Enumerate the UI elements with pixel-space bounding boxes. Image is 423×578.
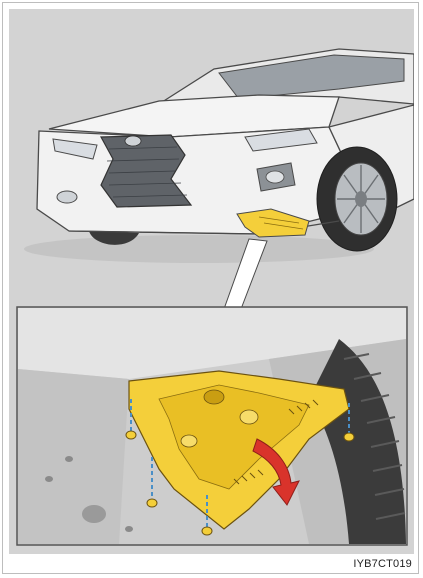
illustration [9, 9, 414, 554]
car-front-view [24, 49, 414, 263]
figure-code: IYB7CT019 [353, 558, 412, 570]
detail-panel [17, 307, 407, 545]
illustration-svg [9, 9, 414, 554]
figure-frame: IYB7CT019 [2, 2, 419, 574]
